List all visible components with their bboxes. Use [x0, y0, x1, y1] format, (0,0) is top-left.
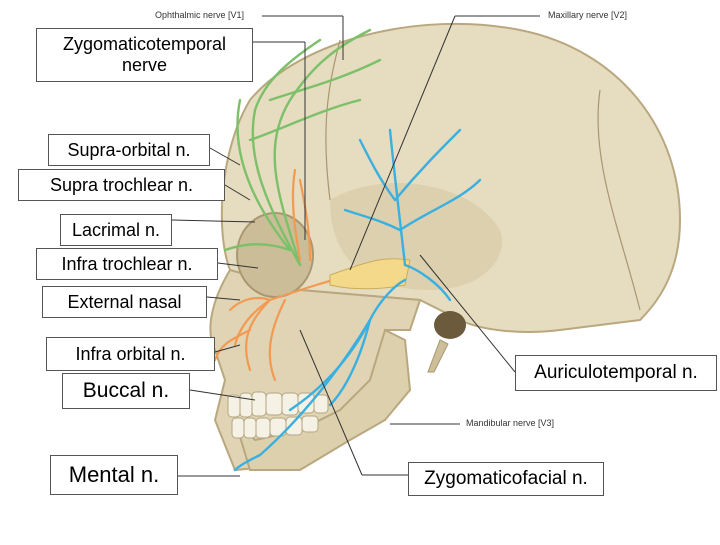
maxillary-nerve-label: Maxillary nerve [V2] [548, 10, 628, 20]
label-infraorbital-nerve: Infra orbital n. [46, 337, 215, 371]
mandibular-nerve-branches [233, 128, 482, 472]
label-external-nasal-nerve: External nasal [42, 286, 207, 318]
coronal-suture [325, 39, 341, 201]
label-zygomaticotemporal-nerve: Zygomaticotemporal nerve [36, 28, 253, 82]
label-zygomaticofacial-nerve: Zygomaticofacial n. [408, 462, 604, 496]
label-mental-nerve: Mental n. [50, 455, 178, 495]
teeth [227, 391, 329, 439]
lambdoid-suture [597, 89, 641, 311]
label-lacrimal-nerve: Lacrimal n. [60, 214, 172, 246]
ophthalmic-nerve-branches [223, 28, 382, 267]
label-infratrochlear-nerve: Infra trochlear n. [36, 248, 218, 280]
label-supratrochlear-nerve: Supra trochlear n. [18, 169, 225, 201]
styloid-process [427, 339, 449, 373]
label-buccal-nerve: Buccal n. [62, 373, 190, 409]
external-acoustic-meatus [434, 311, 466, 339]
ophthalmic-nerve-label: Ophthalmic nerve [V1] [155, 10, 245, 20]
label-supraorbital-nerve: Supra-orbital n. [48, 134, 210, 166]
mandibular-nerve-label: Mandibular nerve [V3] [466, 418, 555, 428]
leader-lines [171, 15, 540, 477]
trigeminal-trunk [329, 258, 411, 290]
label-auriculotemporal-nerve: Auriculotemporal n. [515, 355, 717, 391]
orbit [236, 212, 314, 298]
